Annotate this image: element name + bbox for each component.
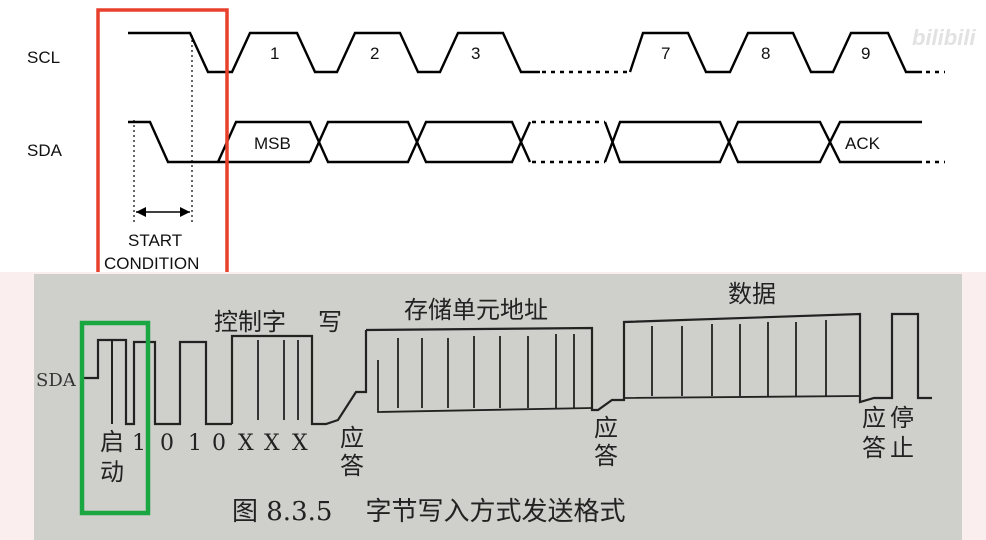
control-byte-cells [230,330,368,426]
stop-label-top: 停 [890,404,914,432]
scl-label: SCL [27,48,60,67]
clock-number-8: 8 [761,44,770,63]
scl-waveform-tail [628,31,922,74]
i2c-timing-diagram: SCL SDA 1 2 3 7 8 9 MSB ACK START CONDIT… [27,8,976,283]
sda-bottom-waveform-start [82,338,232,426]
bit-label-6: X [264,431,280,456]
ack3-label-top: 应 [862,404,886,432]
ack2-label-top: 应 [594,414,618,442]
bit-label-3: 1 [188,431,202,456]
sda-ack-label: ACK [845,134,881,153]
memory-address-label: 存储单元地址 [404,296,548,324]
sda-start-edge [128,120,218,164]
address-byte-inner [377,334,593,413]
clock-number-1: 1 [270,44,279,63]
bilibili-watermark: bilibili [912,25,976,50]
bit-label-1: 1 [132,431,146,456]
start-arrow-left-head [136,207,146,217]
ack3-label-bottom: 答 [862,434,886,462]
start-green-highlight-box [79,320,151,516]
start-condition-line2: CONDITION [104,254,199,273]
ack2-label-bottom: 答 [594,442,618,470]
ack1-label-top: 应 [340,424,364,452]
scl-waveform [128,31,540,74]
clock-number-3: 3 [471,44,480,63]
start-arrow-right-head [180,207,190,217]
bit-label-4: 0 [212,431,226,456]
bottom-sda-label: SDA [36,370,77,391]
figure-caption: 图 8.3.5 字节写入方式发送格式 [232,497,625,527]
clock-number-2: 2 [370,44,379,63]
write-label: 写 [318,308,342,336]
stop-label-bottom: 止 [890,434,914,462]
book-photo [34,274,962,540]
clock-number-7: 7 [661,44,670,63]
byte-write-format-diagram: SDA 控制字 写 存储单元地址 数据 1 0 1 0 X X X 启 动 应 … [36,280,932,527]
data-label: 数据 [728,280,776,308]
control-word-label: 控制字 [214,308,286,336]
clock-number-9: 9 [861,44,870,63]
start-condition-line1: START [128,231,182,250]
address-byte-frame [365,312,932,412]
start-label-top: 启 [100,428,124,456]
sda-data-cells [216,120,532,164]
sda-msb-label: MSB [254,134,291,153]
sda-label: SDA [27,141,63,160]
start-label-bottom: 动 [100,458,124,486]
ack1-label-bottom: 答 [340,452,364,480]
bit-label-2: 0 [160,431,174,456]
data-byte-inner [623,320,861,399]
bit-label-7: X [292,431,308,456]
sda-data-cells-tail [603,120,922,164]
bit-label-5: X [238,431,254,456]
